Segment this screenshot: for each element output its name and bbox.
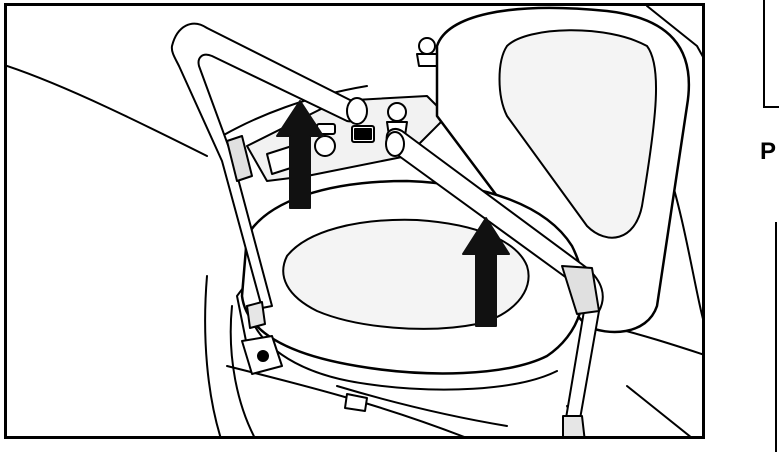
- adjacent-figure-frame-top: [763, 0, 779, 108]
- illustration-frame: [4, 3, 705, 439]
- seat-cushion: [240, 179, 585, 391]
- adjacent-figure-frame-bottom: [775, 222, 779, 452]
- lift-arrow-right: [462, 217, 510, 327]
- seat-hinge: [241, 301, 368, 412]
- seat-illustration: [7, 6, 702, 436]
- machine-body: [7, 6, 702, 436]
- adjacent-section-label: P: [760, 138, 777, 165]
- seat-back: [435, 6, 691, 334]
- right-armrest-bar: [385, 128, 604, 436]
- left-armrest-bar: [170, 22, 368, 309]
- lift-arrow-left: [276, 100, 324, 209]
